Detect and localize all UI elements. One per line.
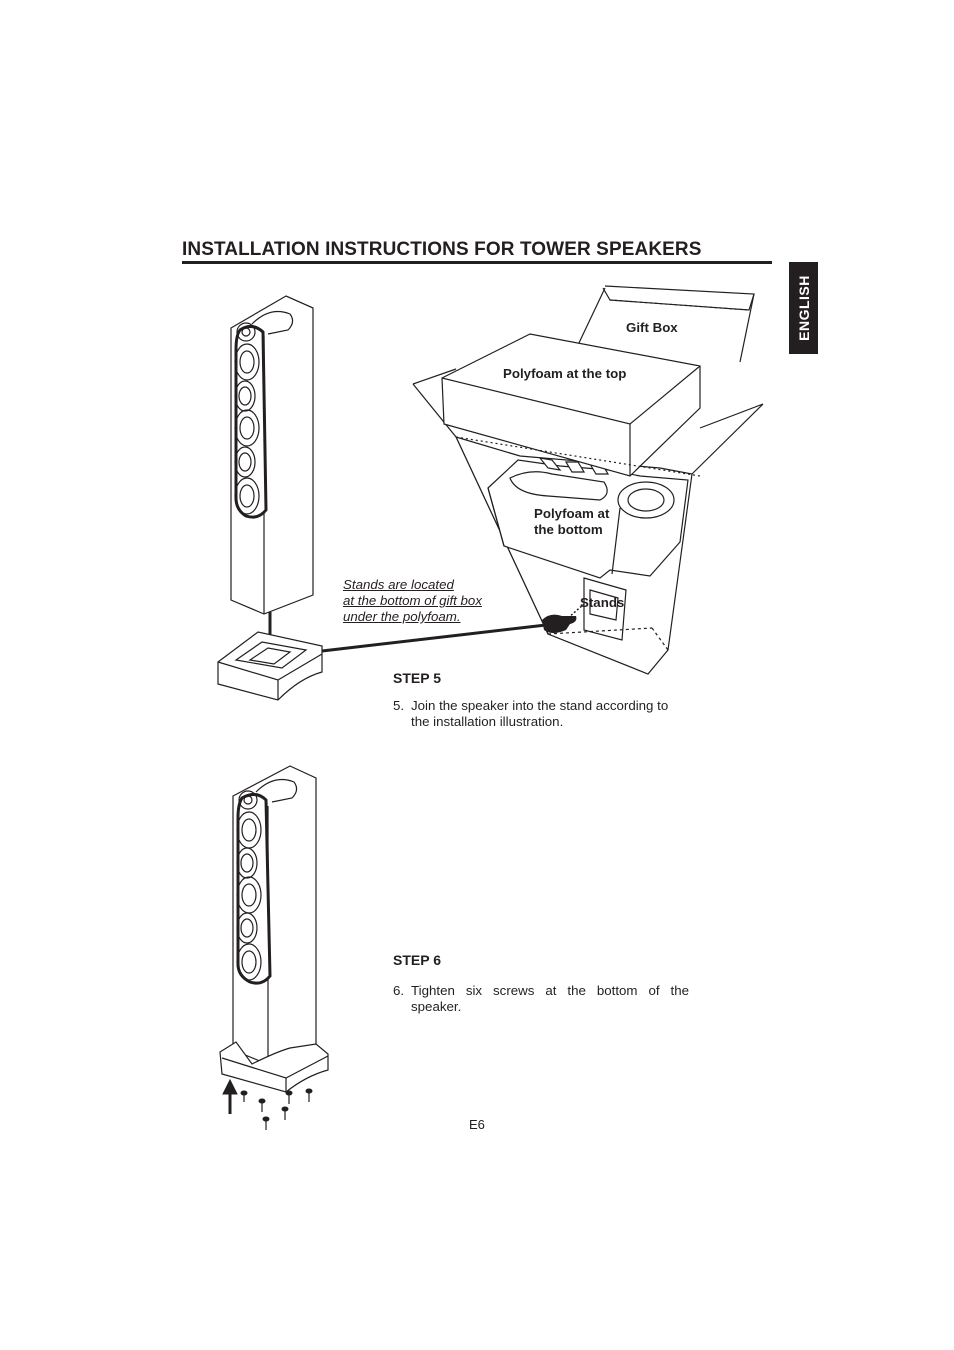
step-5-heading: STEP 5	[393, 670, 441, 686]
step-6-instruction: 6. Tighten six screws at the bottom of t…	[393, 983, 689, 1017]
stand-pointer-icon	[542, 603, 585, 633]
gift-box-illustration	[412, 285, 764, 675]
label-gift-box: Gift Box	[626, 320, 678, 335]
note-line: Stands are located	[343, 577, 454, 592]
page-title: INSTALLATION INSTRUCTIONS FOR TOWER SPEA…	[182, 239, 702, 260]
page-number: E6	[469, 1117, 485, 1132]
step-6-heading: STEP 6	[393, 952, 441, 968]
step-text: Join the speaker into the stand accordin…	[411, 698, 669, 729]
label-polyfoam-bottom-line1: Polyfoam at	[534, 506, 610, 521]
step-5-instruction: 5. Join the speaker into the stand accor…	[393, 698, 689, 732]
speaker-stand-illustration	[217, 631, 323, 701]
tower-speaker-illustration-1	[230, 295, 314, 615]
label-stands: Stands	[580, 595, 625, 610]
stands-location-note: Stands are located at the bottom of gift…	[343, 577, 482, 625]
tower-speaker-illustration-2	[219, 765, 329, 1093]
up-arrow-icon	[222, 1078, 238, 1114]
label-polyfoam-bottom-line2: the bottom	[534, 522, 603, 537]
note-line: under the polyfoam.	[343, 609, 461, 624]
step-number: 6.	[393, 983, 405, 998]
screw-icons	[240, 1088, 313, 1130]
label-polyfoam-top: Polyfoam at the top	[503, 366, 627, 381]
note-line: at the bottom of gift box	[343, 593, 482, 608]
title-underline	[182, 261, 772, 264]
language-tab: ENGLISH	[789, 262, 818, 354]
step-number: 5.	[393, 698, 405, 713]
step-text: Tighten six screws at the bottom of the …	[411, 983, 689, 1014]
callout-line	[321, 623, 547, 653]
